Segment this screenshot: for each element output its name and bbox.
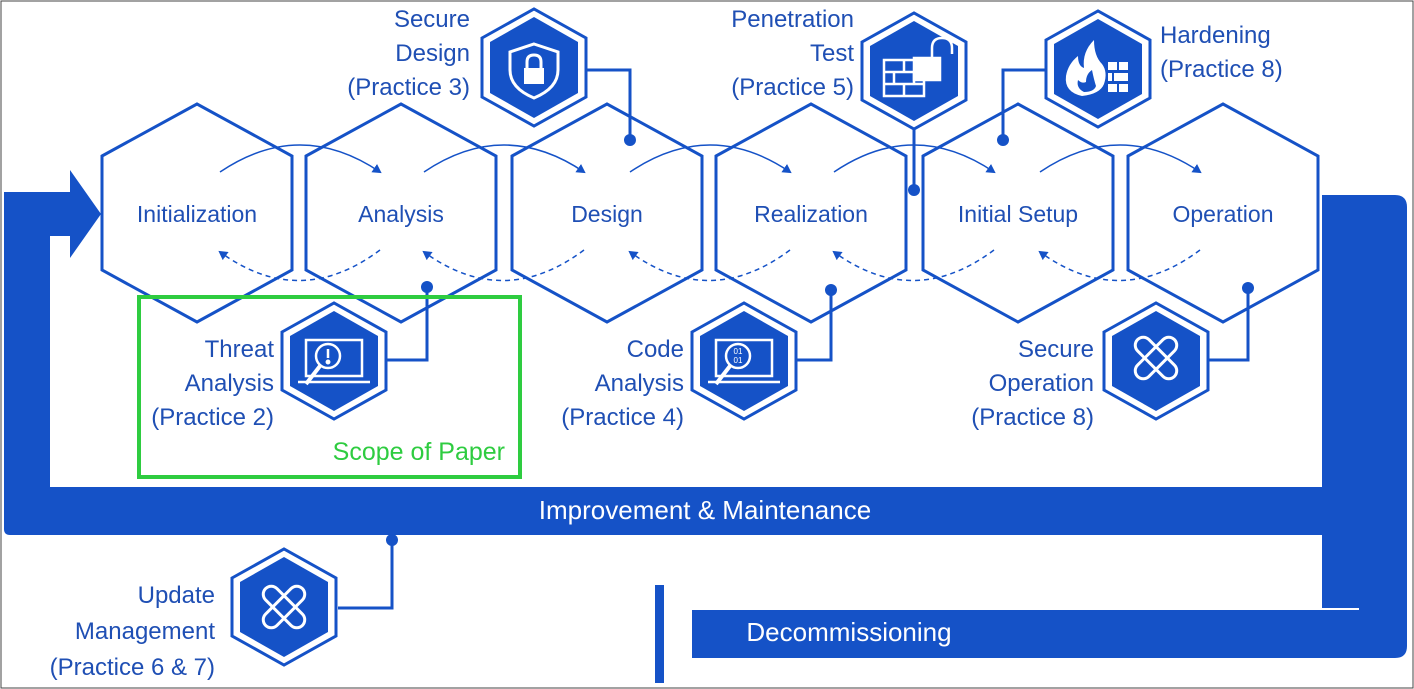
svg-text:Management: Management xyxy=(75,618,215,645)
forward-arrow xyxy=(1039,144,1202,174)
connector-threat-analysis xyxy=(378,287,429,362)
hardening-badge xyxy=(1044,9,1152,129)
phase-label: Realization xyxy=(754,201,868,227)
bandage-icon xyxy=(1133,335,1179,381)
svg-text:(Practice 6 & 7): (Practice 6 & 7) xyxy=(50,654,215,681)
svg-text:Secure: Secure xyxy=(1018,336,1094,363)
label-update-management: Update Management (Practice 6 & 7) xyxy=(50,582,216,681)
svg-text:Hardening: Hardening xyxy=(1160,22,1271,49)
svg-text:(Practice 2): (Practice 2) xyxy=(151,404,274,431)
improvement-label: Improvement & Maintenance xyxy=(539,495,871,525)
label-secure-operation: Secure Operation (Practice 8) xyxy=(971,336,1094,431)
code-analysis-badge: 01 01 xyxy=(690,301,798,421)
svg-text:Penetration: Penetration xyxy=(731,6,854,33)
svg-text:Analysis: Analysis xyxy=(185,370,274,397)
svg-text:Code: Code xyxy=(627,336,684,363)
backward-arrow xyxy=(628,249,791,282)
bandage-icon xyxy=(261,584,307,630)
svg-text:(Practice 5): (Practice 5) xyxy=(731,74,854,101)
svg-text:01: 01 xyxy=(734,347,743,356)
backward-arrow xyxy=(422,249,585,282)
svg-text:Design: Design xyxy=(395,40,470,67)
phase-design: Design xyxy=(510,102,704,324)
phase-label: Design xyxy=(571,201,643,227)
firewall-flame-icon xyxy=(1065,40,1128,96)
svg-text:(Practice 4): (Practice 4) xyxy=(561,404,684,431)
phase-initialization: Initialization xyxy=(100,102,294,324)
svg-text:Update: Update xyxy=(138,582,215,609)
svg-text:Test: Test xyxy=(810,40,854,67)
phase-hexagons: Initialization Analysis Design Realizati… xyxy=(100,102,1320,324)
shield-lock-icon xyxy=(508,42,560,100)
decommissioning-arrow-notch xyxy=(667,610,692,658)
secure-design-badge xyxy=(480,7,588,128)
svg-text:(Practice 8): (Practice 8) xyxy=(971,404,1094,431)
svg-text:Secure: Secure xyxy=(394,6,470,33)
svg-text:Analysis: Analysis xyxy=(595,370,684,397)
connector-hardening xyxy=(1001,68,1052,140)
decommissioning-band xyxy=(692,610,1359,658)
phase-realization: Realization xyxy=(714,102,908,324)
decommissioning-end-bar xyxy=(655,585,664,683)
label-threat-analysis: Threat Analysis (Practice 2) xyxy=(151,336,274,431)
phase-label: Analysis xyxy=(358,201,444,227)
forward-arrow xyxy=(629,144,792,174)
backward-arrow xyxy=(218,249,381,282)
scope-label: Scope of Paper xyxy=(333,438,505,466)
connector-update-management xyxy=(338,540,394,610)
phase-analysis: Analysis xyxy=(304,102,498,324)
connector-secure-operation xyxy=(1208,288,1250,362)
label-secure-design: Secure Design (Practice 3) xyxy=(347,6,470,101)
practice-connectors xyxy=(338,68,1254,610)
svg-text:Threat: Threat xyxy=(205,336,275,363)
label-hardening: Hardening (Practice 8) xyxy=(1160,22,1283,83)
penetration-test-badge xyxy=(860,11,968,131)
scope-of-paper-box: Scope of Paper xyxy=(137,295,522,479)
improvement-maintenance-loop: Improvement & Maintenance Decommissionin… xyxy=(4,170,1407,683)
svg-text:01: 01 xyxy=(734,356,743,365)
decommissioning-label: Decommissioning xyxy=(746,617,951,647)
secure-operation-badge xyxy=(1102,301,1210,421)
phase-label: Initialization xyxy=(137,201,257,227)
phase-label: Operation xyxy=(1172,201,1273,227)
label-code-analysis: Code Analysis (Practice 4) xyxy=(561,336,684,431)
forward-arrow xyxy=(423,144,586,174)
svg-text:(Practice 8): (Practice 8) xyxy=(1160,56,1283,83)
svg-text:Operation: Operation xyxy=(989,370,1094,397)
connector-secure-design xyxy=(587,68,632,140)
phase-initial-setup: Initial Setup xyxy=(921,102,1115,324)
backward-arrow xyxy=(832,249,995,282)
update-management-badge xyxy=(230,547,338,667)
label-penetration-test: Penetration Test (Practice 5) xyxy=(731,6,854,101)
laptop-magnifier-binary-icon: 01 01 xyxy=(708,338,780,386)
phase-label: Initial Setup xyxy=(958,201,1078,227)
backward-arrow xyxy=(1038,249,1201,282)
phase-transition-arrows xyxy=(218,144,1202,282)
phase-operation: Operation xyxy=(1126,102,1320,324)
brick-wall-unlocked-padlock-icon xyxy=(882,36,954,98)
laptop-magnifier-alert-icon xyxy=(298,338,370,386)
threat-analysis-badge xyxy=(280,301,388,421)
forward-arrow xyxy=(219,144,382,174)
svg-text:(Practice 3): (Practice 3) xyxy=(347,74,470,101)
